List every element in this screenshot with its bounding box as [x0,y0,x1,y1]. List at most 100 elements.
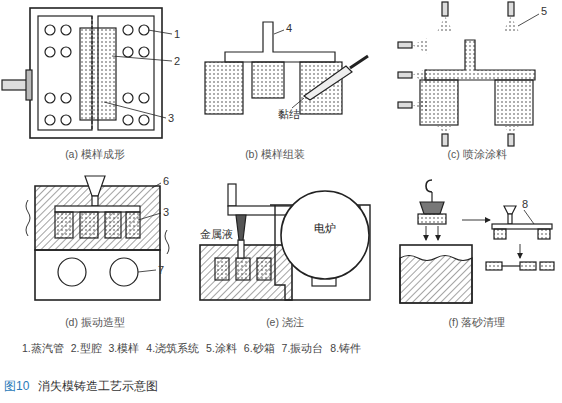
panel-caption: (c) 喷涂涂料 [447,148,506,160]
electric-furnace: 电炉 [280,190,370,280]
piston-plate [26,70,32,100]
spray-gun [398,102,412,108]
pattern-block [105,212,121,238]
steam-pipe [45,47,55,57]
gating-system [225,22,335,62]
pattern-block [126,212,140,238]
glue-tool [304,66,352,100]
casting [540,262,554,270]
pattern-block [80,212,98,238]
pattern-block [55,212,73,238]
leader-line [138,213,161,220]
hoist-line [431,192,432,202]
leader-line [138,270,156,272]
vibration-mark [26,200,30,236]
vibrator-motor [110,258,138,286]
runner [492,224,552,229]
coated-gating [425,40,535,80]
callout-number: 4 [286,22,292,34]
steam-pipe [45,93,55,103]
sprue [92,196,98,206]
casting-cluster [418,214,446,224]
vibration-table [35,250,160,300]
parting-line [91,16,92,130]
figure-number: 图10 [4,379,29,393]
coating-spray [398,2,539,146]
steam-pipe [61,25,71,35]
casting [520,262,536,270]
steam-pipe [123,47,133,57]
pouring-station [200,184,370,300]
steam-pipe [61,115,71,125]
sand-fall [426,226,427,240]
leader-line [274,30,284,34]
steam-pipe [139,115,149,125]
process-arrow [520,244,521,258]
pattern-assembly [205,22,368,114]
panel-caption: (d) 振动造型 [65,316,125,328]
casting [486,262,502,270]
lifted-flask [420,202,444,214]
part-key: 7.振动台 [282,342,324,354]
figure-caption: 消失模铸造工艺示意图 [38,379,158,393]
sprue-cup [85,176,105,196]
spray-mist [412,98,428,112]
steam-pipe [45,115,55,125]
spray-mist [503,126,519,134]
pattern-block [252,62,284,98]
spray-gun [508,2,514,16]
leader-line [518,14,539,26]
glue-tool-handle [350,56,368,68]
steam-pipe [61,93,71,103]
spray-mist [437,126,453,134]
casting [538,229,550,239]
part-key: 5.涂料 [206,342,237,354]
panel-caption: (e) 浇注 [266,316,304,328]
steam-pipe [139,93,149,103]
panel-caption: (b) 模样组装 [245,148,305,160]
spray-gun [442,2,448,16]
steam-pipe [139,25,149,35]
sand-bin [400,245,472,303]
part-key: 2.型腔 [71,342,102,354]
steam-pipe [123,25,133,35]
part-key: 4.浇筑系统 [146,342,199,354]
pattern-block [257,258,271,280]
spray-gun [398,72,412,78]
vibrator-motor [58,258,86,286]
loose-sand [400,256,472,304]
panel-caption: (a) 模样成形 [65,148,125,160]
spray-mist [412,16,519,134]
ladle-post [228,184,236,206]
part-note: 金属液 [200,228,233,240]
callout-number: 1 [174,28,180,40]
spray-mist [412,68,428,84]
part-key: 8.铸件 [330,342,361,354]
part-key: 6.砂箱 [244,342,275,354]
vibration-mark [165,230,169,254]
press-frame [30,8,162,138]
leader-line [152,183,161,188]
spray-mist [412,38,428,54]
part-note: 黏结 [278,108,300,120]
leader-line [112,56,172,61]
shakeout-station [400,180,554,303]
spray-mist [437,16,453,32]
node-text: 电炉 [280,222,370,234]
pattern-block [215,258,229,280]
leader-line [148,30,172,34]
steam-pipe [45,25,55,35]
callout-number: 7 [158,264,164,276]
vibration-molding [26,176,169,300]
node-shape [281,191,369,279]
steam-pipe [139,47,149,57]
leader-line [104,102,166,118]
part-key: 3.模样 [109,342,140,354]
sand-mold [200,245,292,300]
spray-gun [442,134,448,146]
callout-number: 8 [522,198,528,210]
steam-pipe [123,115,133,125]
callout-number: 3 [163,206,169,218]
steam-pipe [123,93,133,103]
spray-mist [503,16,519,32]
